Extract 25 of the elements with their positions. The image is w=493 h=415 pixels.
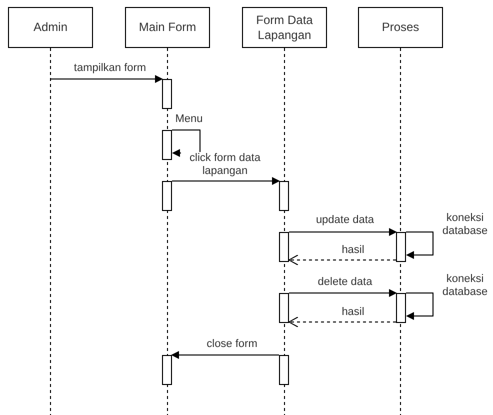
message-arrow [288, 228, 397, 236]
self-message-arrow [406, 232, 434, 259]
message-arrow [50, 75, 163, 83]
return-message-arrow [288, 316, 396, 328]
activation-bar [162, 79, 172, 109]
activation-bar [396, 293, 406, 323]
self-message-arrow [406, 292, 434, 320]
activation-bar [396, 232, 406, 262]
message-arrow [288, 289, 397, 297]
lifeline-header-box: Admin [8, 7, 93, 48]
edge-label: update data [314, 214, 376, 227]
activation-bar [279, 181, 289, 211]
activation-bar [279, 232, 289, 262]
lifeline-header-box: Proses [358, 7, 443, 48]
lifeline-header-box: Form Data Lapangan [242, 7, 327, 48]
activation-bar [279, 293, 289, 323]
edge-label: tampilkan form [72, 62, 148, 75]
activation-bar [162, 355, 172, 385]
lifeline-header-box: Main Form [125, 7, 210, 48]
activation-bar [162, 130, 172, 160]
message-arrow [171, 351, 280, 359]
activation-bar [279, 355, 289, 385]
message-arrow [172, 177, 280, 185]
activation-bar [162, 181, 172, 211]
return-message-arrow [288, 254, 396, 266]
